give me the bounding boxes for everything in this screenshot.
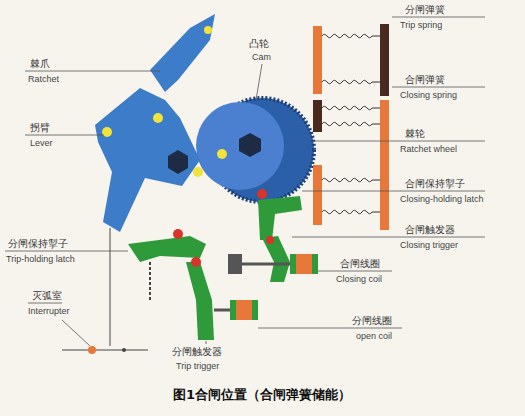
part-label: 拐臂: [30, 122, 50, 134]
coil-cap: [290, 254, 296, 274]
closing-coil: [296, 254, 312, 274]
pin: [102, 127, 112, 137]
open-coil: [236, 300, 252, 320]
part-label-en: Ratchet: [28, 73, 59, 85]
plunger: [228, 254, 242, 274]
spring-bar: [313, 26, 322, 94]
part-label: 合闸弹簧: [405, 74, 445, 86]
linkage: [110, 228, 111, 346]
part-label: 灭弧室: [32, 290, 62, 302]
part-label-en: Cam: [252, 51, 271, 63]
part-label: 分闸触发器: [172, 346, 222, 358]
closing-trigger: [262, 236, 290, 282]
spring-bar: [380, 100, 389, 230]
lever-hex: [168, 150, 188, 174]
part-label-en: Closing spring: [400, 89, 457, 101]
part-label-en: Closing-holding latch: [400, 193, 484, 205]
lever: [95, 88, 200, 232]
part-label-en: Trip-holding latch: [6, 253, 75, 265]
shaft-hex: [239, 133, 261, 157]
part-label-en: Ratchet wheel: [400, 143, 457, 155]
part-label-en: Trip spring: [400, 19, 442, 31]
part-label: 分闸保持掣子: [8, 238, 68, 250]
pivot: [257, 189, 267, 199]
plunger: [242, 263, 290, 266]
part-label-en: Closing trigger: [400, 239, 458, 251]
interrupter-contact: [62, 350, 148, 351]
part-label: 合闸触发器: [405, 224, 455, 236]
spring-coils: [322, 34, 380, 213]
linkage: [149, 262, 151, 300]
coil-cap: [312, 254, 318, 274]
spring-bar: [313, 100, 322, 132]
pin: [193, 167, 203, 177]
coil-cap: [230, 300, 236, 320]
part-label-en: Lever: [30, 137, 53, 149]
coil-cap: [252, 300, 258, 320]
part-label: 分闸弹簧: [405, 4, 445, 16]
part-label: 凸轮: [249, 38, 269, 50]
spring-bar: [313, 165, 322, 225]
pivot: [191, 257, 201, 267]
interrupter-dot: [122, 348, 126, 352]
pin: [217, 149, 227, 159]
trip-trigger: [186, 262, 214, 340]
pivot: [266, 236, 274, 244]
part-label-en: Interrupter: [28, 305, 70, 317]
part-label: 棘轮: [405, 128, 425, 140]
interrupter-dot: [88, 346, 96, 354]
part-label: 棘爪: [30, 58, 50, 70]
plunger: [214, 309, 230, 312]
part-label: 分闸线圈: [352, 315, 392, 327]
pin: [153, 113, 163, 123]
pivot: [173, 229, 183, 239]
cam: [196, 102, 284, 190]
part-label-en: Closing coil: [336, 273, 382, 285]
part-label-en: open coil: [356, 330, 392, 342]
part-label: 合闸保持掣子: [405, 178, 465, 190]
closing-holding-latch: [258, 196, 302, 240]
pin: [204, 26, 212, 34]
part-label: 合闸线圈: [340, 258, 380, 270]
leader-lines: [5, 17, 485, 346]
figure-caption: 图1合闸位置（合闸弹簧储能）: [173, 386, 351, 404]
spring-bar: [380, 24, 389, 96]
part-label-en: Trip trigger: [176, 360, 219, 372]
ratchet-pawl: [150, 14, 215, 92]
